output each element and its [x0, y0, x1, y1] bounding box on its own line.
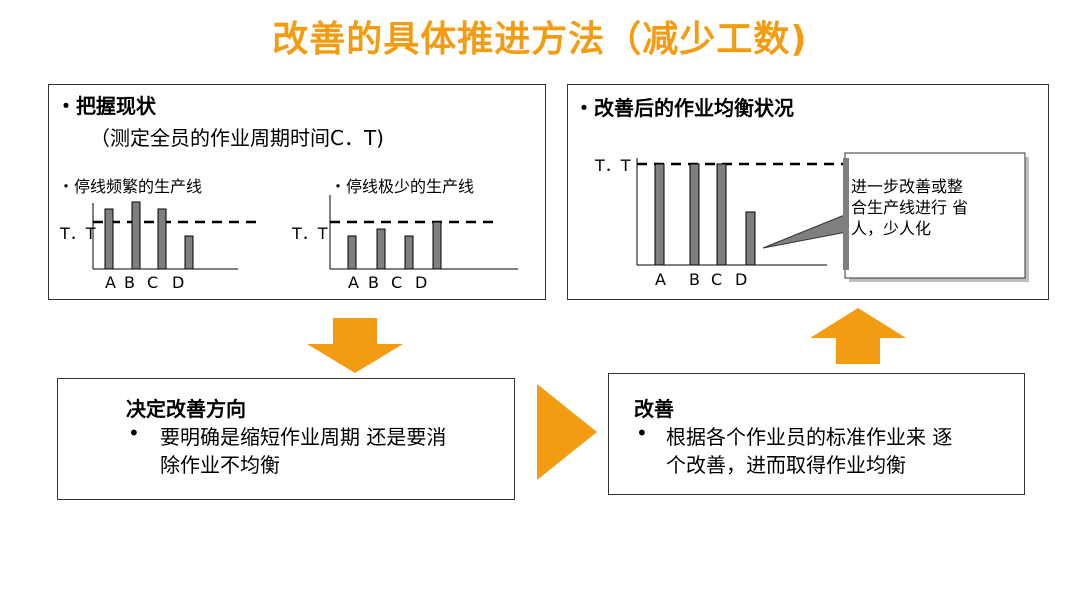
- right-tt-label: T．T: [291, 224, 328, 243]
- improve-heading: 改善: [634, 397, 674, 421]
- decide-direction-line-1: 要明确是缩短作业周期 还是要消: [160, 425, 447, 449]
- after-tt-label: T．T: [594, 156, 631, 175]
- right-cat-c: C: [391, 273, 402, 292]
- current-state-charts: ・停线频繁的生产线 T．T A B C D ・停线极少的生产线 T．T A B …: [58, 177, 518, 292]
- after-cat-b: B: [689, 270, 700, 289]
- frequent-stop-line-label: ・停线频繁的生产线: [58, 177, 202, 196]
- right-bar-a: [347, 235, 357, 270]
- callout-line-2: 合生产线进行 省: [851, 198, 968, 217]
- current-state-heading: ・把握现状: [56, 94, 156, 118]
- callout-pointer: [762, 213, 848, 249]
- callout-box: [844, 152, 1026, 279]
- after-improvement-heading: ・改善后的作业均衡状况: [574, 96, 794, 120]
- improve-line-2: 个改善，进而取得作业均衡: [666, 453, 906, 477]
- page-title: 改善的具体推进方法（减少工数): [272, 19, 808, 60]
- rare-stop-line-label: ・停线极少的生产线: [330, 177, 474, 196]
- right-cat-d: D: [415, 273, 427, 292]
- after-bar-b: [689, 163, 700, 266]
- after-cat-d: D: [735, 270, 747, 289]
- callout-edge: [843, 158, 849, 270]
- decide-direction-line-2: 除作业不均衡: [160, 453, 280, 477]
- left-cat-b: B: [124, 273, 135, 292]
- improve-panel: [608, 373, 1025, 495]
- callout-line-1: 进一步改善或整: [851, 177, 963, 196]
- right-bar-d: [432, 221, 442, 270]
- decide-direction-bullet: •: [128, 421, 140, 445]
- right-bar-c: [404, 235, 414, 270]
- left-tt-label: T．T: [59, 224, 96, 243]
- after-bar-c: [716, 163, 727, 266]
- left-cat-c: C: [147, 273, 158, 292]
- arrow-down-icon: [307, 318, 403, 373]
- callout-line-3: 人，少人化: [851, 219, 931, 238]
- after-cat-a: A: [655, 270, 666, 289]
- decide-direction-heading: 决定改善方向: [126, 397, 246, 421]
- after-bar-d: [745, 211, 756, 266]
- left-cat-a: A: [105, 273, 116, 292]
- right-cat-b: B: [368, 273, 379, 292]
- arrow-up-icon: [810, 308, 906, 364]
- left-cat-d: D: [172, 273, 184, 292]
- after-improvement-chart: T．T A B C D 进一步改善或整 合生产线进行 省 人，少人化: [594, 152, 1029, 289]
- current-state-subheading: （测定全员的作业周期时间C．T): [90, 126, 384, 150]
- improve-bullet: •: [636, 421, 648, 445]
- after-bar-a: [654, 163, 665, 266]
- decide-direction-panel: [57, 378, 515, 500]
- current-state-panel: [48, 84, 546, 300]
- left-bar-b: [131, 201, 141, 270]
- right-bar-b: [376, 228, 386, 270]
- left-bar-c: [157, 208, 167, 270]
- after-cat-c: C: [711, 270, 722, 289]
- left-bar-a: [104, 208, 114, 270]
- improve-line-1: 根据各个作业员的标准作业来 逐: [666, 425, 953, 449]
- arrow-right-icon: [537, 384, 597, 480]
- right-cat-a: A: [348, 273, 359, 292]
- left-bar-d: [184, 235, 194, 270]
